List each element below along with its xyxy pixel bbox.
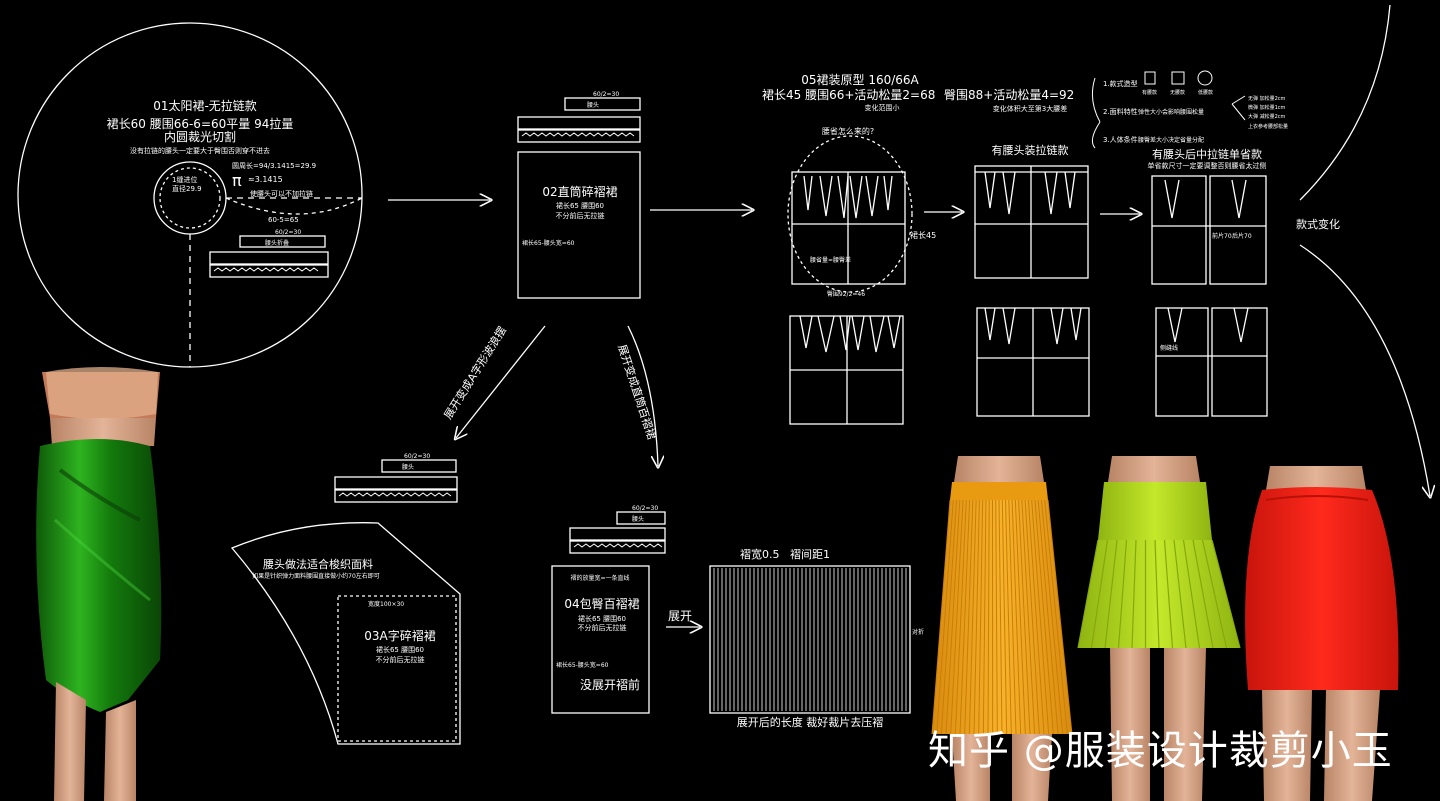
arrow-straight-to-a-skirt — [456, 325, 546, 438]
single-dart-pattern — [1151, 175, 1268, 417]
pleat-band-label: 腰头 — [632, 515, 644, 523]
base-dims1: 裙长45 腰围66+活动松量2=68 — [762, 88, 935, 102]
single-title: 有腰头后中拉链单省款 — [1152, 147, 1262, 161]
legend-right-1: 无弹 加松量2cm — [1248, 95, 1286, 102]
circle-waist-calc: 60-5=65 — [268, 216, 299, 224]
base-question: 腰省怎么来的? — [822, 126, 874, 136]
pleat-before: 没展开褶前 — [580, 677, 640, 692]
circle-dims: 裙长60 腰围66-6=60平量 94拉量 — [107, 116, 294, 131]
legend-icon-3: 低腰款 — [1198, 89, 1213, 96]
legend-block: 1.款式造型 2.面料特性 3.人体条件 有腰款 无腰款 低腰款 弹性大小会影响… — [1091, 70, 1288, 149]
circle-title: 01太阳裙-无拉链款 — [153, 98, 257, 113]
circle-radius-calc: 圆周长=94/3.1415=29.9 — [232, 161, 316, 170]
a-skirt-side-text: 展开变成A字形波浪摆 — [441, 324, 509, 422]
a-skirt-title: 腰头做法适合梭织面料 — [263, 557, 373, 571]
straight-band-label: 腰头 — [587, 101, 599, 109]
a-skirt-note2: 不分前后无拉链 — [376, 655, 425, 664]
zipper-title: 有腰头装拉链款 — [992, 143, 1069, 157]
single-front-label: 前片70 — [1212, 232, 1232, 240]
pleat-after: 展开后的长度 裁好裁片去压褶 — [737, 715, 884, 729]
style-change-label: 款式变化 — [1296, 217, 1340, 231]
pleat-top-note: 褶的放量宽=一条直线 — [570, 574, 629, 582]
red-skirt-figure — [1245, 466, 1399, 801]
pleat-band-dim: 60/2=30 — [632, 505, 658, 512]
legend-item-1: 1.款式造型 — [1103, 79, 1138, 88]
orange-skirt-figure — [931, 456, 1073, 801]
a-skirt-pattern-title: 03A字碎褶裙 — [364, 628, 435, 643]
straight-skirt-pattern — [517, 97, 641, 299]
legend-icon-box-1 — [1144, 71, 1156, 85]
legend-right-3: 大弹 减松量2cm — [1248, 113, 1286, 120]
legend-right-2: 微弹 加松量1cm — [1248, 104, 1286, 111]
a-skirt-note: 如果是针织弹力面料腰围直接做小约70左右即可 — [252, 572, 380, 580]
straight-length: 裙长65 腰围60 — [556, 201, 604, 210]
circle-inner-diam: 直径29.9 — [172, 184, 202, 193]
pleat-title: 04包臀百褶裙 — [564, 596, 639, 611]
legend-fabric-note: 弹性大小会影响腰围松量 — [1138, 108, 1204, 116]
base-dart-note: 腰省量=腰臀差 — [810, 256, 851, 264]
style-change-curve-bottom — [1299, 244, 1430, 496]
base-sub1: 变化范围小 — [865, 103, 900, 112]
straight-note: 不分前后无拉链 — [556, 211, 605, 220]
watermark: 知乎 @服装设计裁剪小玉 — [928, 728, 1393, 774]
straight-band-dim: 60/2=30 — [593, 91, 619, 98]
a-skirt-inner-label: 宽度100×30 — [368, 600, 404, 608]
legend-item-3: 3.人体条件 — [1103, 135, 1138, 144]
legend-icon-1: 有腰款 — [1142, 89, 1157, 96]
pleat-note: 不分前后无拉链 — [578, 623, 627, 632]
pleat-skirt-pattern — [551, 511, 666, 714]
circle-note: 没有拉链的腰头一定要大于臀围否则穿不进去 — [130, 146, 270, 155]
legend-icon-box-2 — [1171, 71, 1185, 85]
zipper-pattern — [974, 165, 1090, 417]
pleat-side-text: 展开变成直筒百褶裙 — [615, 343, 659, 441]
pleat-width-label: 褶宽0.5 — [740, 547, 780, 561]
base-pattern-top — [787, 135, 913, 293]
circle-pi-symbol: π — [232, 171, 242, 190]
straight-title: 02直筒碎褶裙 — [542, 184, 617, 199]
circle-skirt-pattern — [17, 22, 363, 368]
green-skirt-figure — [36, 367, 162, 801]
waist-circle-outer — [153, 161, 227, 235]
base-title: 05裙装原型 160/66A — [801, 73, 919, 87]
base-sub2: 变化体积大至第3大腰差 — [993, 104, 1067, 113]
style-change-curve-top — [1299, 4, 1391, 201]
legend-icon-2: 无腰款 — [1170, 89, 1185, 96]
waist-circle-inner — [159, 167, 221, 229]
legend-icon-circle — [1197, 70, 1213, 86]
base-length-label: 裙长45 — [910, 230, 936, 240]
circle-inner-label: 1缝进位 — [172, 175, 197, 184]
a-skirt-pattern — [230, 459, 461, 745]
legend-right-4: 上衣参考腰部松量 — [1248, 123, 1288, 130]
straight-side-label: 裙长65-腰头宽=60 — [522, 239, 575, 247]
base-pattern-bottom — [789, 315, 904, 425]
pleat-lines — [713, 568, 907, 711]
single-side-label: 侧缝线 — [1160, 344, 1178, 352]
a-skirt-band-label: 腰头 — [402, 463, 414, 471]
pleat-side-mark: 对折 — [912, 628, 924, 636]
pleat-side-label: 裙长65-腰头宽=60 — [556, 661, 609, 669]
base-hip-label: 臀围92/2=46 — [827, 291, 865, 298]
single-sub: 单省款尺寸一定要调整否则腰省太过侧 — [1148, 161, 1267, 170]
circle-cut: 内圆裁光切割 — [164, 129, 236, 144]
arrow-straight-to-pleat — [627, 325, 658, 466]
pleat-expanded-panel — [709, 565, 911, 714]
circle-band-dim: 60/2=30 — [275, 229, 301, 236]
single-back-label: 后片70 — [1232, 232, 1252, 240]
a-skirt-band-dim: 60/2=30 — [404, 453, 430, 460]
legend-item-2: 2.面料特性 — [1103, 107, 1138, 116]
pleat-length: 裙长65 腰围60 — [578, 614, 626, 623]
a-skirt-length: 裙长65 腰围60 — [376, 645, 424, 654]
pleat-expand-label: 展开 — [668, 609, 692, 623]
pleat-gap-label: 褶间距1 — [790, 547, 830, 561]
lime-skirt-figure — [1077, 456, 1241, 801]
base-dims2: 臀围88+活动松量4=92 — [944, 88, 1074, 102]
circle-stretch-note: 使腰头可以不加拉链 — [250, 189, 313, 198]
circle-pi-value: ≈3.1415 — [248, 175, 283, 184]
circle-band-label: 腰头折叠 — [265, 239, 289, 247]
legend-body-note: 腰臀差大小决定省量分配 — [1138, 136, 1204, 144]
